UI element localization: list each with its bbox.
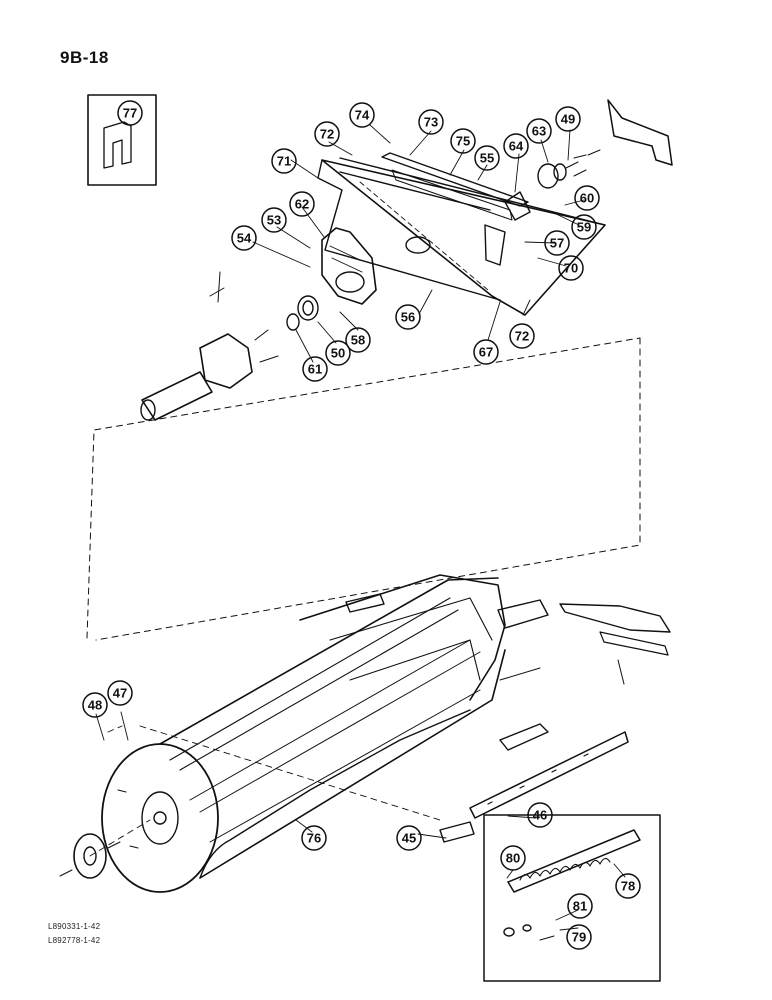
callout-63: 63 [526, 118, 552, 144]
svg-text:71: 71 [277, 154, 291, 169]
svg-text:48: 48 [88, 698, 102, 713]
callout-70: 70 [558, 255, 584, 281]
svg-text:50: 50 [331, 346, 345, 361]
svg-text:70: 70 [564, 261, 578, 276]
svg-text:54: 54 [237, 231, 252, 246]
right-linkage [559, 603, 671, 685]
upper-plate [381, 152, 529, 221]
svg-text:80: 80 [506, 851, 520, 866]
svg-text:72: 72 [320, 127, 334, 142]
drive-shaft [140, 271, 279, 421]
svg-text:73: 73 [424, 115, 438, 130]
callout-59: 59 [571, 214, 597, 240]
callout-67: 67 [473, 339, 499, 365]
callout-73: 73 [418, 109, 444, 135]
bearing-parts [286, 295, 319, 331]
callout-80: 80 [500, 845, 526, 871]
drum-hub [59, 833, 121, 879]
callout-62: 62 [289, 191, 315, 217]
svg-text:78: 78 [621, 879, 635, 894]
callout-72-upper: 72 [314, 121, 340, 147]
svg-text:75: 75 [456, 134, 470, 149]
callout-60: 60 [574, 185, 600, 211]
callout-79: 79 [566, 924, 592, 950]
svg-text:57: 57 [550, 236, 564, 251]
inset-rasp-bar [483, 814, 661, 982]
gear-63 [537, 161, 587, 189]
callout-72-lower: 72 [509, 323, 535, 349]
page-number: 9B-18 [60, 48, 109, 67]
svg-text:53: 53 [267, 213, 281, 228]
callout-47: 47 [107, 680, 133, 706]
svg-text:56: 56 [401, 310, 415, 325]
svg-text:45: 45 [402, 831, 416, 846]
svg-text:74: 74 [355, 108, 370, 123]
svg-text:76: 76 [307, 831, 321, 846]
callout-45: 45 [396, 825, 422, 851]
callout-78: 78 [615, 873, 641, 899]
svg-text:72: 72 [515, 329, 529, 344]
cylinder-cone-frame [299, 574, 549, 701]
callout-58: 58 [345, 327, 371, 353]
callout-48: 48 [82, 692, 108, 718]
right-flat-bar [469, 731, 629, 819]
callout-56: 56 [395, 304, 421, 330]
callout-64: 64 [503, 133, 529, 159]
callout-55: 55 [474, 145, 500, 171]
gear-housing [321, 227, 377, 305]
svg-text:67: 67 [479, 345, 493, 360]
top-right-bracket [573, 99, 673, 166]
callout-76: 76 [301, 825, 327, 851]
dashed-assembly-envelope [86, 337, 641, 641]
svg-text:61: 61 [308, 362, 322, 377]
svg-text:49: 49 [561, 112, 575, 127]
svg-text:63: 63 [532, 124, 546, 139]
callout-75: 75 [450, 128, 476, 154]
svg-text:58: 58 [351, 333, 365, 348]
svg-text:60: 60 [580, 191, 594, 206]
svg-text:62: 62 [295, 197, 309, 212]
callout-54: 54 [231, 225, 257, 251]
dashed-guides-lower [89, 725, 441, 857]
reference-code: L892778-1-42 [48, 936, 101, 945]
cylinder-drum [101, 577, 506, 893]
callout-46: 46 [527, 802, 553, 828]
svg-text:55: 55 [480, 151, 494, 166]
svg-text:81: 81 [573, 899, 587, 914]
callout-77: 77 [117, 100, 143, 126]
callout-61: 61 [302, 356, 328, 382]
svg-text:46: 46 [533, 808, 547, 823]
reference-code: L890331-1-42 [48, 922, 101, 931]
callout-57: 57 [544, 230, 570, 256]
svg-text:47: 47 [113, 686, 127, 701]
svg-text:64: 64 [509, 139, 524, 154]
callouts: 77 74 73 49 72 75 63 71 55 64 62 60 53 5… [82, 100, 641, 950]
rasp-bar-pieces [345, 593, 549, 843]
svg-text:59: 59 [577, 220, 591, 235]
svg-text:77: 77 [123, 106, 137, 121]
callout-71: 71 [271, 148, 297, 174]
callout-49: 49 [555, 106, 581, 132]
callout-74: 74 [349, 102, 375, 128]
callout-50: 50 [325, 340, 351, 366]
callout-81: 81 [567, 893, 593, 919]
leader-lines [95, 124, 626, 931]
callout-53: 53 [261, 207, 287, 233]
bracket-64 [504, 191, 531, 221]
svg-text:79: 79 [572, 930, 586, 945]
